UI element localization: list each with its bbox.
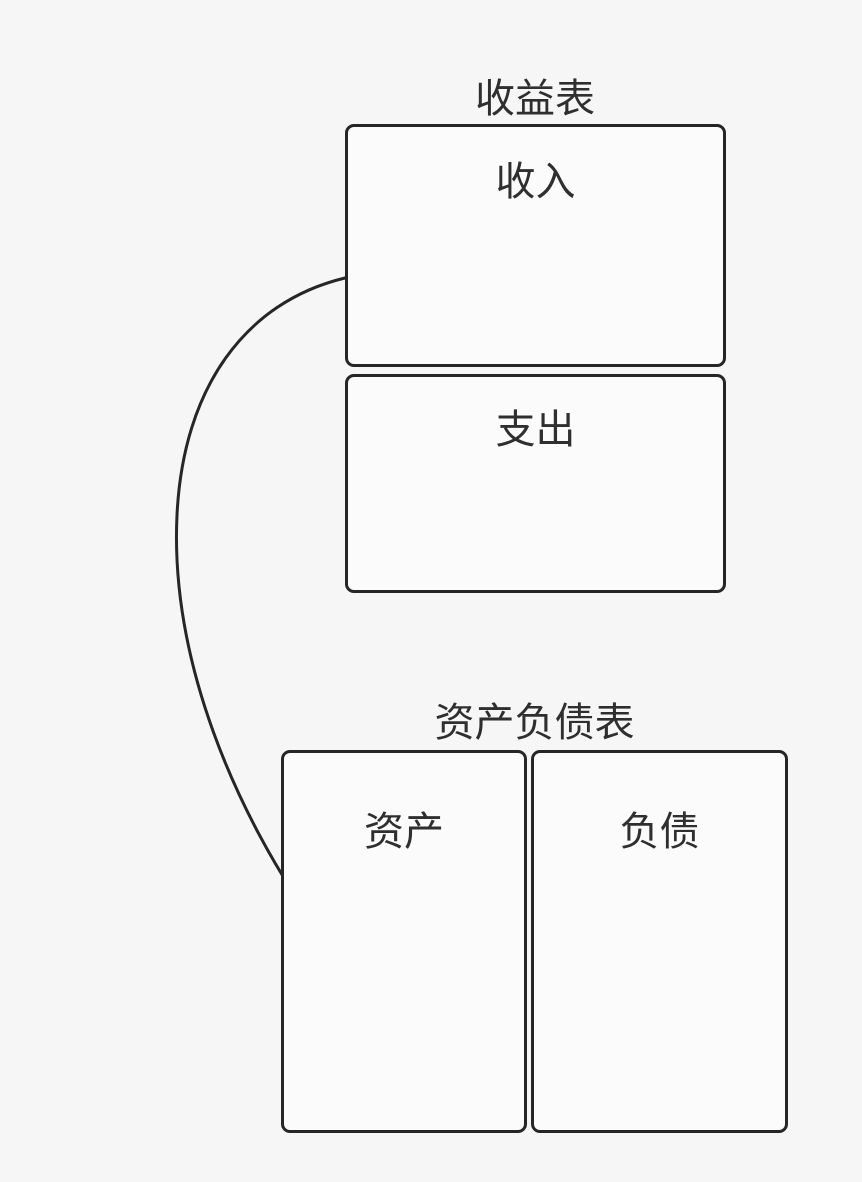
liabilities-label: 负债 xyxy=(619,810,700,854)
balance-sheet-title: 资产负债表 xyxy=(434,701,635,745)
liabilities-box: 负债 xyxy=(531,750,788,1133)
income-box: 收入 xyxy=(345,124,726,367)
income-statement-title: 收益表 xyxy=(475,77,595,121)
expense-box: 支出 xyxy=(345,374,726,593)
expense-label: 支出 xyxy=(495,408,576,452)
assets-box: 资产 xyxy=(281,750,527,1133)
assets-label: 资产 xyxy=(364,810,444,854)
income-label: 收入 xyxy=(495,160,576,204)
